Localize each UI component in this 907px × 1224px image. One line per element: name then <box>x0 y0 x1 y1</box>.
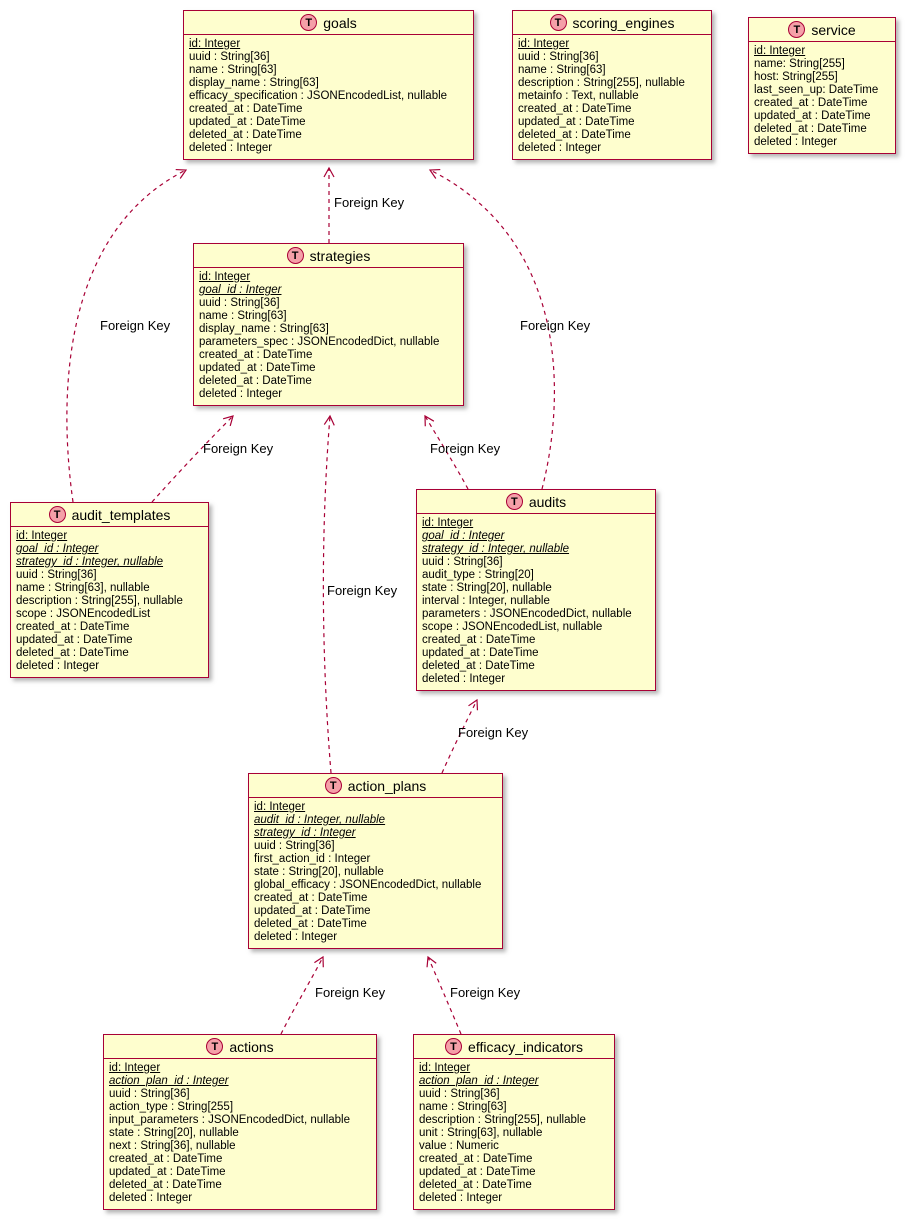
edge-label: Foreign Key <box>315 985 386 1000</box>
edge-audit_templates-to-goals <box>66 168 188 503</box>
edge-label: Foreign Key <box>334 195 405 210</box>
edge-actions-to-action_plans <box>280 955 324 1035</box>
edge-efficacy_indicators-to-action_plans <box>426 955 462 1035</box>
edge-action_plans-to-audits <box>441 698 479 774</box>
edge-label: Foreign Key <box>520 318 591 333</box>
edge-label: Foreign Key <box>430 441 501 456</box>
edge-label: Foreign Key <box>450 985 521 1000</box>
edge-label: Foreign Key <box>100 318 171 333</box>
edge-audits-to-strategies <box>424 414 469 490</box>
edge-audits-to-goals <box>428 168 555 490</box>
edge-audit_templates-to-strategies <box>151 415 234 503</box>
edge-label: Foreign Key <box>203 441 274 456</box>
edge-action_plans-to-strategies <box>322 414 335 774</box>
edge-label: Foreign Key <box>327 583 398 598</box>
edge-label: Foreign Key <box>458 725 529 740</box>
